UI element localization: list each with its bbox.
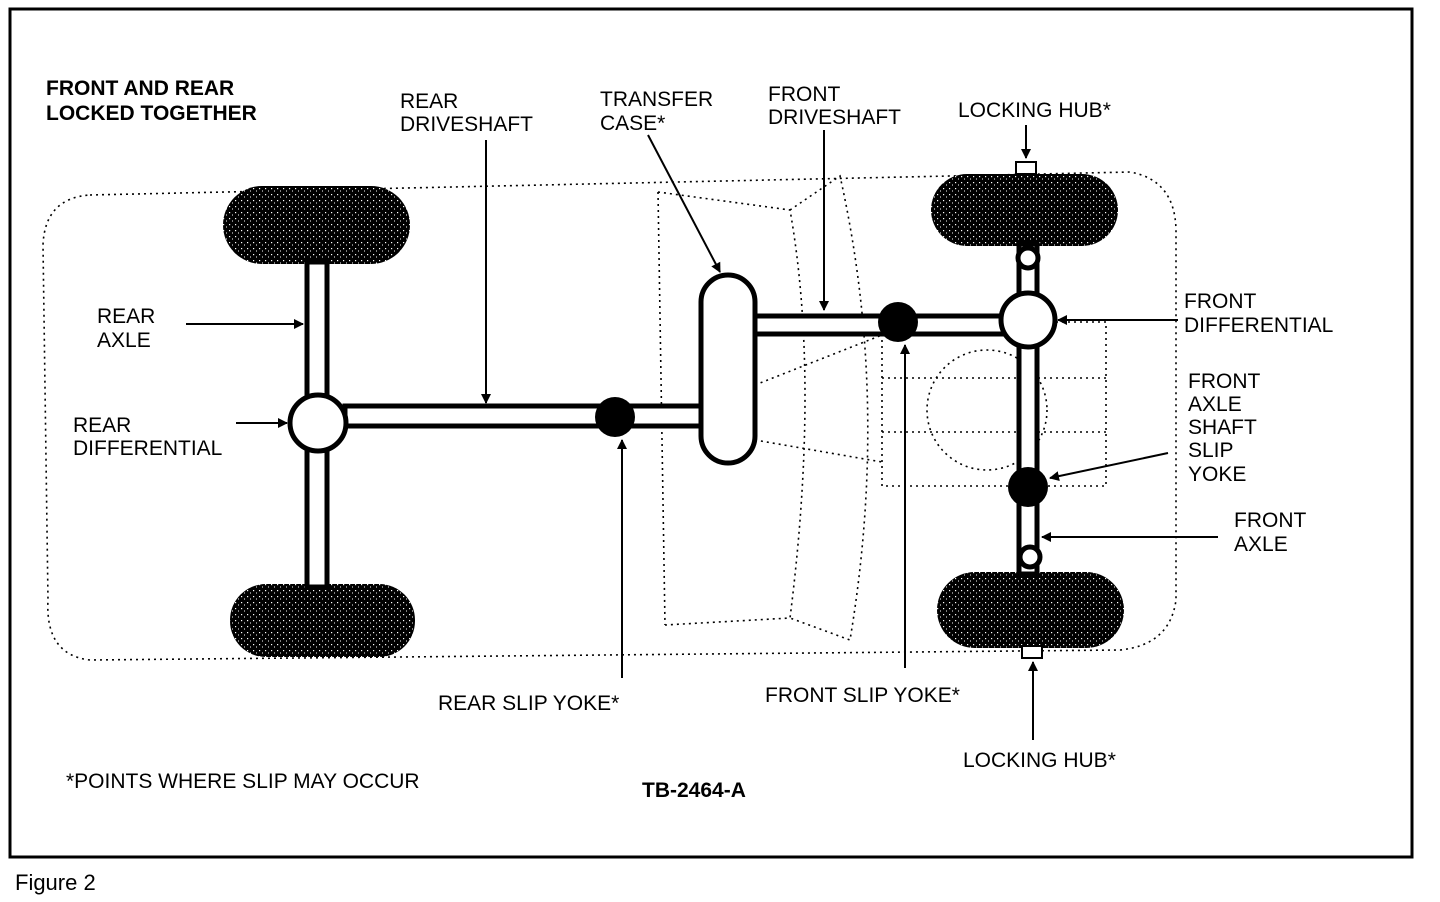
tire-rear-bottom [230,584,415,657]
figure-frame [8,7,1414,859]
rear-differential [287,392,349,454]
tire-rear-top [223,186,410,264]
label-front-axle-shaft-slip-yoke-1: FRONT [1188,370,1260,393]
label-front-differential-2: DIFFERENTIAL [1184,314,1333,337]
label-rear-differential-2: DIFFERENTIAL [73,437,222,460]
label-rear-slip-yoke: REAR SLIP YOKE* [438,692,619,715]
locking-hub-top [1015,161,1037,175]
arrow-front-axle-shaft-slip-yoke [1049,452,1169,482]
footnote: *POINTS WHERE SLIP MAY OCCUR [66,770,420,793]
leader-arrows [186,125,1218,740]
label-transfer-case-2: CASE* [600,112,665,135]
figure-caption: Figure 2 [15,870,96,895]
label-rear-driveshaft-1: REAR [400,90,458,113]
tire-front-bottom [937,572,1124,648]
tires [223,174,1124,657]
front-axle-shaft-slip-yoke [1008,467,1048,507]
label-rear-axle-1: REAR [97,305,155,328]
vehicle-outline [42,171,1177,661]
label-front-driveshaft-2: DRIVESHAFT [768,106,901,129]
label-front-axle-2: AXLE [1234,533,1288,556]
label-transfer-case-1: TRANSFER [600,88,713,111]
label-front-axle-shaft-slip-yoke-2: AXLE [1188,393,1242,416]
label-front-slip-yoke: FRONT SLIP YOKE* [765,684,960,707]
label-locking-hub-bottom: LOCKING HUB* [963,749,1116,772]
label-front-axle-shaft-slip-yoke-4: SLIP [1188,439,1234,462]
label-rear-axle-2: AXLE [97,329,151,352]
rear-driveshaft [342,403,708,429]
header-line1: FRONT AND REAR [46,77,234,100]
tire-front-top [931,174,1118,246]
front-differential [998,290,1058,350]
label-front-driveshaft-1: FRONT [768,83,840,106]
ref-code: TB-2464-A [642,779,746,802]
transfer-case [698,272,758,466]
label-locking-hub-top: LOCKING HUB* [958,99,1111,122]
label-front-axle-shaft-slip-yoke-3: SHAFT [1188,416,1257,439]
label-front-axle-1: FRONT [1234,509,1306,532]
label-rear-differential-1: REAR [73,414,131,437]
front-slip-yoke [878,302,918,342]
rear-slip-yoke [595,397,635,437]
label-front-differential-1: FRONT [1184,290,1256,313]
label-front-axle-shaft-slip-yoke-5: YOKE [1188,463,1246,486]
label-rear-driveshaft-2: DRIVESHAFT [400,113,533,136]
arrow-transfer-case [647,134,721,273]
locking-hub-bottom [1021,645,1043,659]
header-line2: LOCKED TOGETHER [46,102,257,125]
